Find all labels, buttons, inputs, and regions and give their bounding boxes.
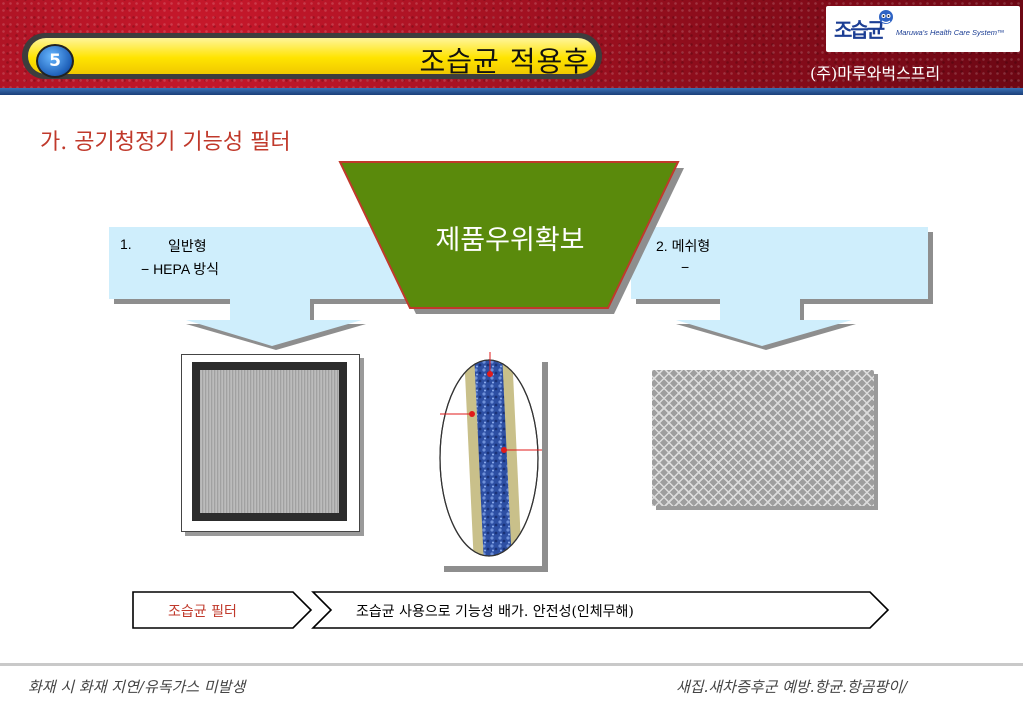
center-banner-text: 제품우위확보 [435,225,585,256]
mesh-filter-image [652,370,874,506]
page-title: 조습균 적용후 [419,45,590,78]
title-pill-inner [28,38,596,74]
footer-divider [0,663,1023,666]
left-down-arrow [186,298,366,350]
logo-mark: 조습균 [834,18,885,42]
left-box-line1-number: 1. [120,236,132,252]
right-box-line2: − [681,259,690,275]
right-box-line1: 2. 메쉬형 [656,238,711,254]
header-stripe [0,88,1023,95]
left-box-line1-text: 일반형 [168,238,207,254]
slide-number-badge: 5 [36,44,74,78]
filter-label: 조습균 필터 [168,604,237,620]
hepa-filter-pleats [200,370,339,513]
right-box [631,227,928,299]
filter-cross-section [439,352,548,572]
center-funnel [338,161,684,314]
mascot-icon [879,10,893,24]
section-title: 가. 공기청정기 기능성 필터 [40,130,291,155]
company-name: (주)마루와벅스프리 [810,64,941,83]
left-box-line2: − HEPA 방식 [141,261,220,277]
left-box [109,227,427,299]
footer-right-text: 새집.새차증후군 예방.항균.항곰팡이/ [676,678,908,696]
bottom-arrow-shapes [132,591,890,629]
filter-description: 조습균 사용으로 기능성 배가. 안전성(인체무해) [356,604,634,620]
logo-tagline: Maruwa's Health Care System™ [896,28,1005,37]
footer-left-text: 화재 시 화재 지연/유독가스 미발생 [28,678,246,696]
logo-box [826,6,1020,52]
right-down-arrow [676,298,856,350]
